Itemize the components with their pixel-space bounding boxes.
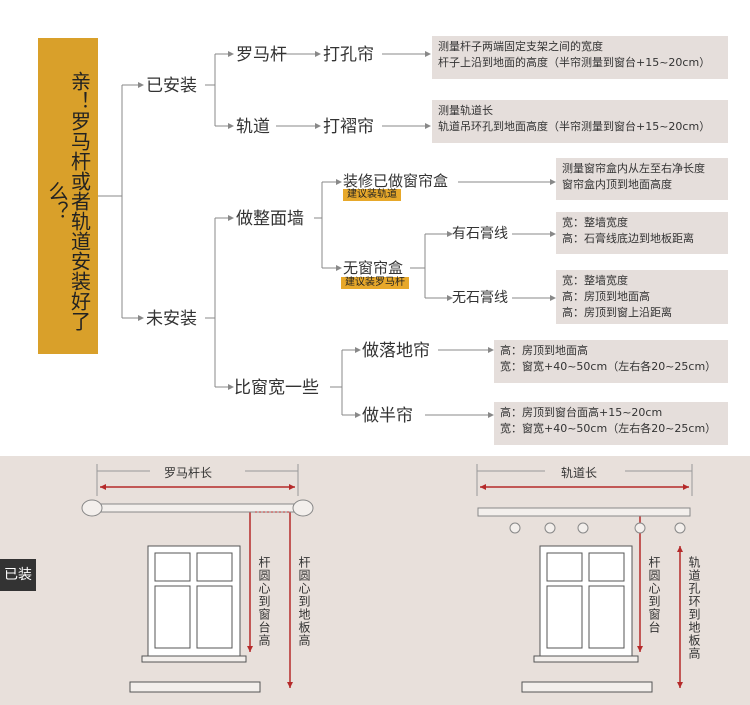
node-track: 轨道 [236,117,270,137]
flowchart-connectors [98,51,556,418]
node-pleat-curtain: 打褶帘 [323,117,374,137]
info-line: 宽：整墙宽度 [562,274,628,287]
track-drawing [477,507,691,534]
info-line: 测量窗帘盒内从左至右净长度 [562,162,705,175]
roman-rod-drawing [81,499,314,517]
info-line: 高：石膏线底边到地板距离 [562,232,694,245]
tag-suggest-track: 建议装轨道 [343,189,401,201]
node-wider-than-window: 比窗宽一些 [234,378,319,398]
window-left [129,545,261,693]
info-line: 高：房顶到窗台面高+15~20cm [500,406,663,419]
label-rod-to-sill: 杆圆心到窗台高 [257,556,271,647]
question-text: 亲！罗马杆或者轨道安装好了么？ [45,71,92,331]
info-line: 宽：整墙宽度 [562,216,628,229]
info-box-track: 测量轨道长 轨道吊环孔到地面高度（半帘测量到窗台+15~20cm） [432,100,728,143]
node-floor-curtain: 做落地帘 [362,341,430,361]
node-without-plaster-line: 无石膏线 [452,290,508,306]
label-rod-length: 罗马杆长 [164,466,213,480]
label-track-to-sill: 杆圆心到窗台 [647,556,661,634]
node-roman-rod: 罗马杆 [236,45,287,65]
info-line: 高：房顶到窗上沿距离 [562,306,672,319]
info-box-floor: 高：房顶到地面高 宽：窗宽+40~50cm（左右各20~25cm） [494,340,728,383]
question-box: 亲！罗马杆或者轨道安装好了么？ [38,38,98,354]
info-box-curtain-box: 测量窗帘盒内从左至右净长度 窗帘盒内顶到地面高度 [556,158,728,200]
node-no-box: 无窗帘盒 [343,259,404,277]
node-has-box: 装修已做窗帘盒 [343,172,449,190]
node-half-curtain: 做半帘 [362,406,413,426]
info-line: 测量杆子两端固定支架之间的宽度 [438,40,603,53]
info-box-with-line: 宽：整墙宽度 高：石膏线底边到地板距离 [556,212,728,254]
info-line: 高：房顶到地面高 [500,344,588,357]
window-right [521,545,653,693]
label-rod-to-floor: 杆圆心到地板高 [297,556,311,647]
label-track-length: 轨道长 [561,466,598,480]
tag-suggest-rod: 建议装罗马杆 [341,277,409,289]
info-box-without-line: 宽：整墙宽度 高：房顶到地面高 高：房顶到窗上沿距离 [556,270,728,324]
measurement-drawings [81,464,693,693]
node-with-plaster-line: 有石膏线 [452,226,508,242]
info-box-half: 高：房顶到窗台面高+15~20cm 宽：窗宽+40~50cm（左右各20~25c… [494,402,728,445]
info-line: 轨道吊环孔到地面高度（半帘测量到窗台+15~20cm） [438,120,711,133]
info-line: 杆子上沿到地面的高度（半帘测量到窗台+15~20cm） [438,56,711,69]
info-line: 高：房顶到地面高 [562,290,650,303]
branch-installed: 已安装 [146,76,197,96]
info-line: 宽：窗宽+40~50cm（左右各20~25cm） [500,422,717,435]
info-box-rod: 测量杆子两端固定支架之间的宽度 杆子上沿到地面的高度（半帘测量到窗台+15~20… [432,36,728,79]
info-line: 宽：窗宽+40~50cm（左右各20~25cm） [500,360,717,373]
node-whole-wall: 做整面墙 [236,209,304,229]
node-punch-curtain: 打孔帘 [323,45,374,65]
installed-tab[interactable]: 已装 [0,559,36,591]
info-line: 窗帘盒内顶到地面高度 [562,178,672,191]
info-line: 测量轨道长 [438,104,493,117]
label-track-to-floor: 轨道孔环到地板高 [687,556,701,660]
branch-not-installed: 未安装 [146,309,197,329]
